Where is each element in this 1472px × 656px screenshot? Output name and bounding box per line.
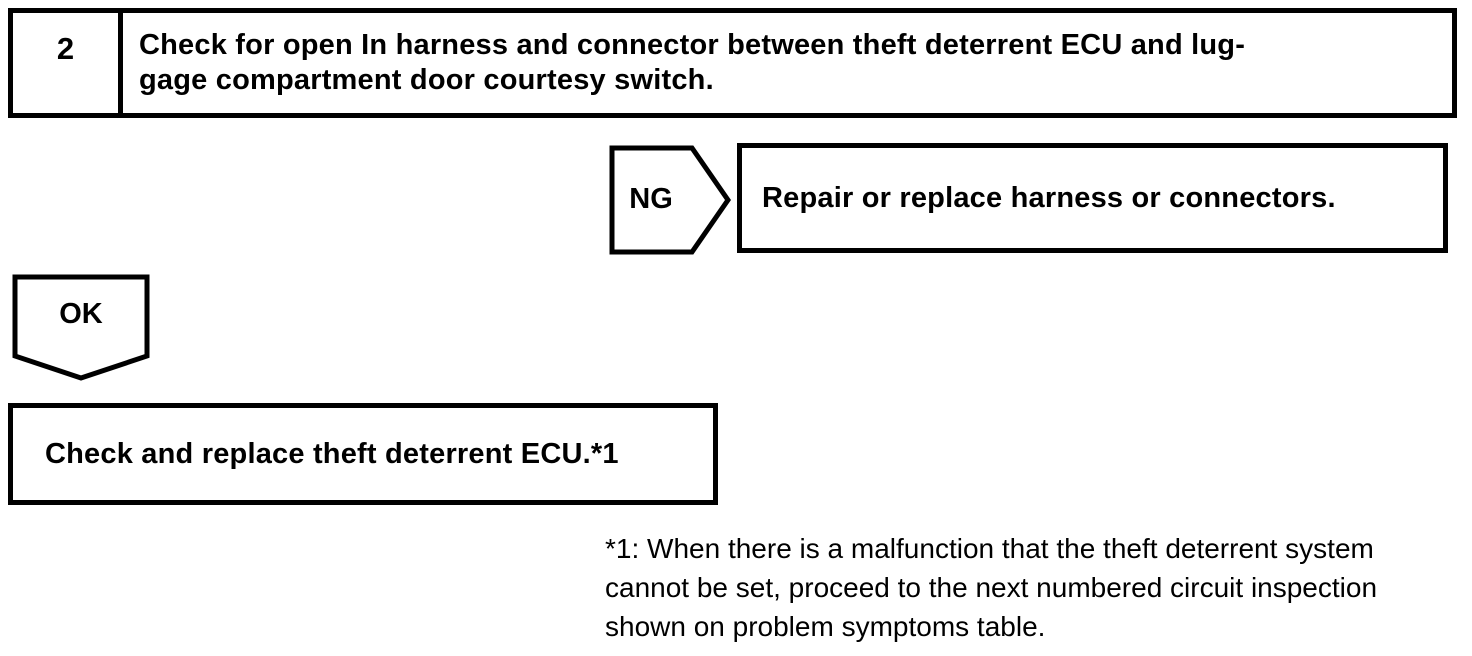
ok-action-text: Check and replace theft deterrent ECU.*1: [45, 437, 619, 470]
step-instruction-line: Check for open In harness and connector …: [139, 29, 1246, 61]
step-number-box: 2: [8, 8, 123, 118]
footnote-line: cannot be set, proceed to the next numbe…: [605, 572, 1378, 603]
step-number: 2: [56, 31, 75, 66]
ng-action-text: Repair or replace harness or connectors.: [762, 181, 1336, 214]
ng-action-box: Repair or replace harness or connectors.: [737, 143, 1448, 253]
footnote-line: shown on problem symptoms table.: [605, 611, 1046, 642]
step-instruction-line: gage compartment door courtesy switch.: [139, 64, 714, 96]
ng-arrow-right-icon: [609, 145, 731, 255]
ok-connector: OK: [12, 274, 150, 382]
ok-connector-label: OK: [59, 298, 103, 330]
ng-connector-label: NG: [629, 183, 673, 215]
footnote: *1: When there is a malfunction that the…: [605, 529, 1471, 646]
footnote-line: *1: When there is a malfunction that the…: [605, 533, 1374, 564]
step-instruction-box: Check for open In harness and connector …: [118, 8, 1457, 118]
ok-action-box: Check and replace theft deterrent ECU.*1: [8, 403, 718, 505]
ok-arrow-down-icon: [12, 274, 150, 381]
ng-connector: NG: [609, 145, 731, 255]
